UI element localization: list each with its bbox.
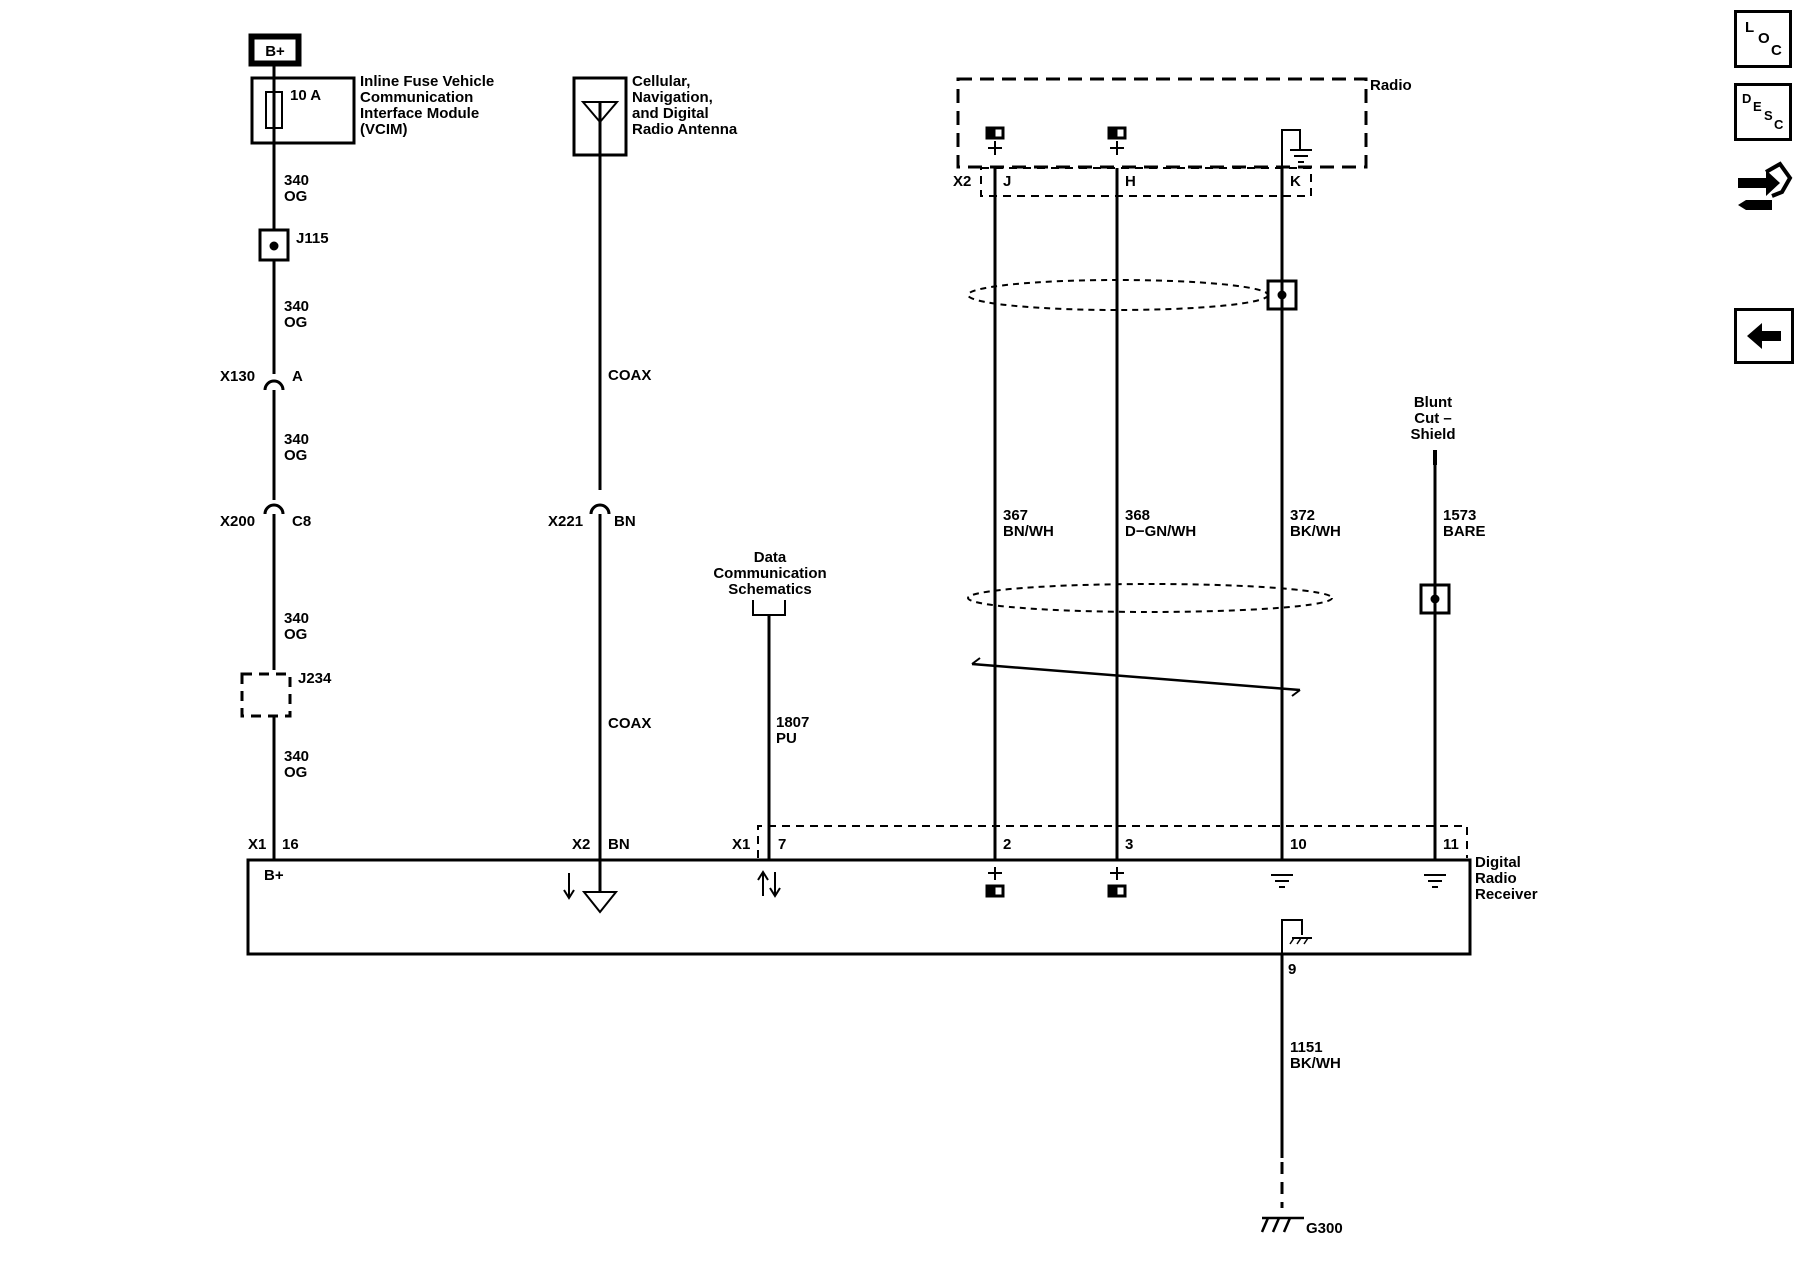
x200-pin: C8	[292, 513, 311, 530]
wire-1151: 1151	[1290, 1039, 1323, 1056]
radio-pin-h: H	[1125, 173, 1136, 190]
fuse-rating: 10 A	[290, 87, 321, 104]
antenna-ground-icon	[581, 891, 619, 914]
splice-j115-label: J115	[296, 230, 329, 247]
twist-marker	[971, 662, 1301, 692]
wire-340-4: 340	[284, 610, 309, 627]
wire-340-3: 340	[284, 431, 309, 448]
receiver-x1-b: X1	[732, 836, 750, 853]
radio-pin-k: K	[1290, 173, 1301, 190]
receiver-x1-a-pin: 16	[282, 836, 299, 853]
shield-ellipse-bottom	[967, 583, 1333, 613]
receiver-pin-11: 11	[1443, 836, 1459, 853]
x221-pin: BN	[614, 513, 636, 530]
bplus-label: B+	[265, 43, 285, 60]
receiver-bplus: B+	[264, 867, 284, 884]
radio-x2: X2	[953, 173, 971, 190]
wire-368: 368	[1125, 507, 1150, 524]
fuse-name: Inline Fuse Vehicle Communication Interf…	[360, 74, 495, 138]
receiver-name: Digital Radio Receiver	[1475, 855, 1538, 903]
x130-pin: A	[292, 368, 303, 385]
shield-name: Blunt Cut – Shield	[1410, 395, 1456, 443]
svg-text:E: E	[1753, 99, 1762, 114]
wire-og-2: OG	[284, 314, 307, 331]
receiver-x1-b-pin: 7	[778, 836, 786, 853]
receiver-pin-9: 9	[1288, 961, 1296, 978]
wire-372-color: BK/WH	[1290, 523, 1341, 540]
inline-fuse-box	[250, 76, 356, 145]
splice-j234-label: J234	[298, 670, 332, 687]
connector-x200-icon	[263, 503, 285, 515]
radio-box	[956, 77, 1368, 169]
svg-text:O: O	[1758, 30, 1770, 47]
x130-label: X130	[220, 368, 255, 385]
wire-367: 367	[1003, 507, 1028, 524]
wire-1573-color: BARE	[1443, 523, 1486, 540]
wire-og-3: OG	[284, 447, 307, 464]
wire-340-5: 340	[284, 748, 309, 765]
wire-1807: 1807	[776, 714, 809, 731]
radio-name: Radio	[1370, 77, 1412, 94]
coax-2: COAX	[608, 715, 651, 732]
wire-pu: PU	[776, 730, 797, 747]
back-arrow-icon	[1747, 323, 1781, 349]
ground-g300-label: G300	[1306, 1220, 1343, 1237]
connector-tool-icon[interactable]	[1732, 156, 1794, 218]
back-button[interactable]	[1734, 308, 1794, 364]
receiver-x2-pin: BN	[608, 836, 630, 853]
wire-og-1: OG	[284, 188, 307, 205]
receiver-pin-2: 2	[1003, 836, 1011, 853]
receiver-x2: X2	[572, 836, 590, 853]
wire-og-4: OG	[284, 626, 307, 643]
wire-1573: 1573	[1443, 507, 1476, 524]
antenna-name: Cellular, Navigation, and Digital Radio …	[632, 74, 738, 138]
wire-og-5: OG	[284, 764, 307, 781]
wire-340-2: 340	[284, 298, 309, 315]
wire-1151-color: BK/WH	[1290, 1055, 1341, 1072]
wire-340-1: 340	[284, 172, 309, 189]
coax-1: COAX	[608, 367, 651, 384]
wire-367-color: BN/WH	[1003, 523, 1054, 540]
x200-label: X200	[220, 513, 255, 530]
receiver-pin-10: 10	[1290, 836, 1307, 853]
svg-text:C: C	[1774, 117, 1784, 132]
receiver-pin-3: 3	[1125, 836, 1133, 853]
x221-label: X221	[548, 513, 583, 530]
svg-text:S: S	[1764, 108, 1773, 123]
svg-text:L: L	[1745, 19, 1754, 36]
radio-pin-j: J	[1003, 173, 1011, 190]
svg-text:D: D	[1742, 91, 1751, 106]
wire-368-color: D−GN/WH	[1125, 523, 1196, 540]
splice-j234	[240, 672, 292, 718]
data-comm-name: Data Communication Schematics	[713, 550, 827, 598]
receiver-x1-a: X1	[248, 836, 266, 853]
connector-x221-icon	[589, 503, 611, 515]
wire-372: 372	[1290, 507, 1315, 524]
digital-radio-receiver-box	[246, 858, 1472, 956]
svg-text:C: C	[1771, 42, 1782, 59]
connector-x130-icon	[263, 379, 285, 391]
